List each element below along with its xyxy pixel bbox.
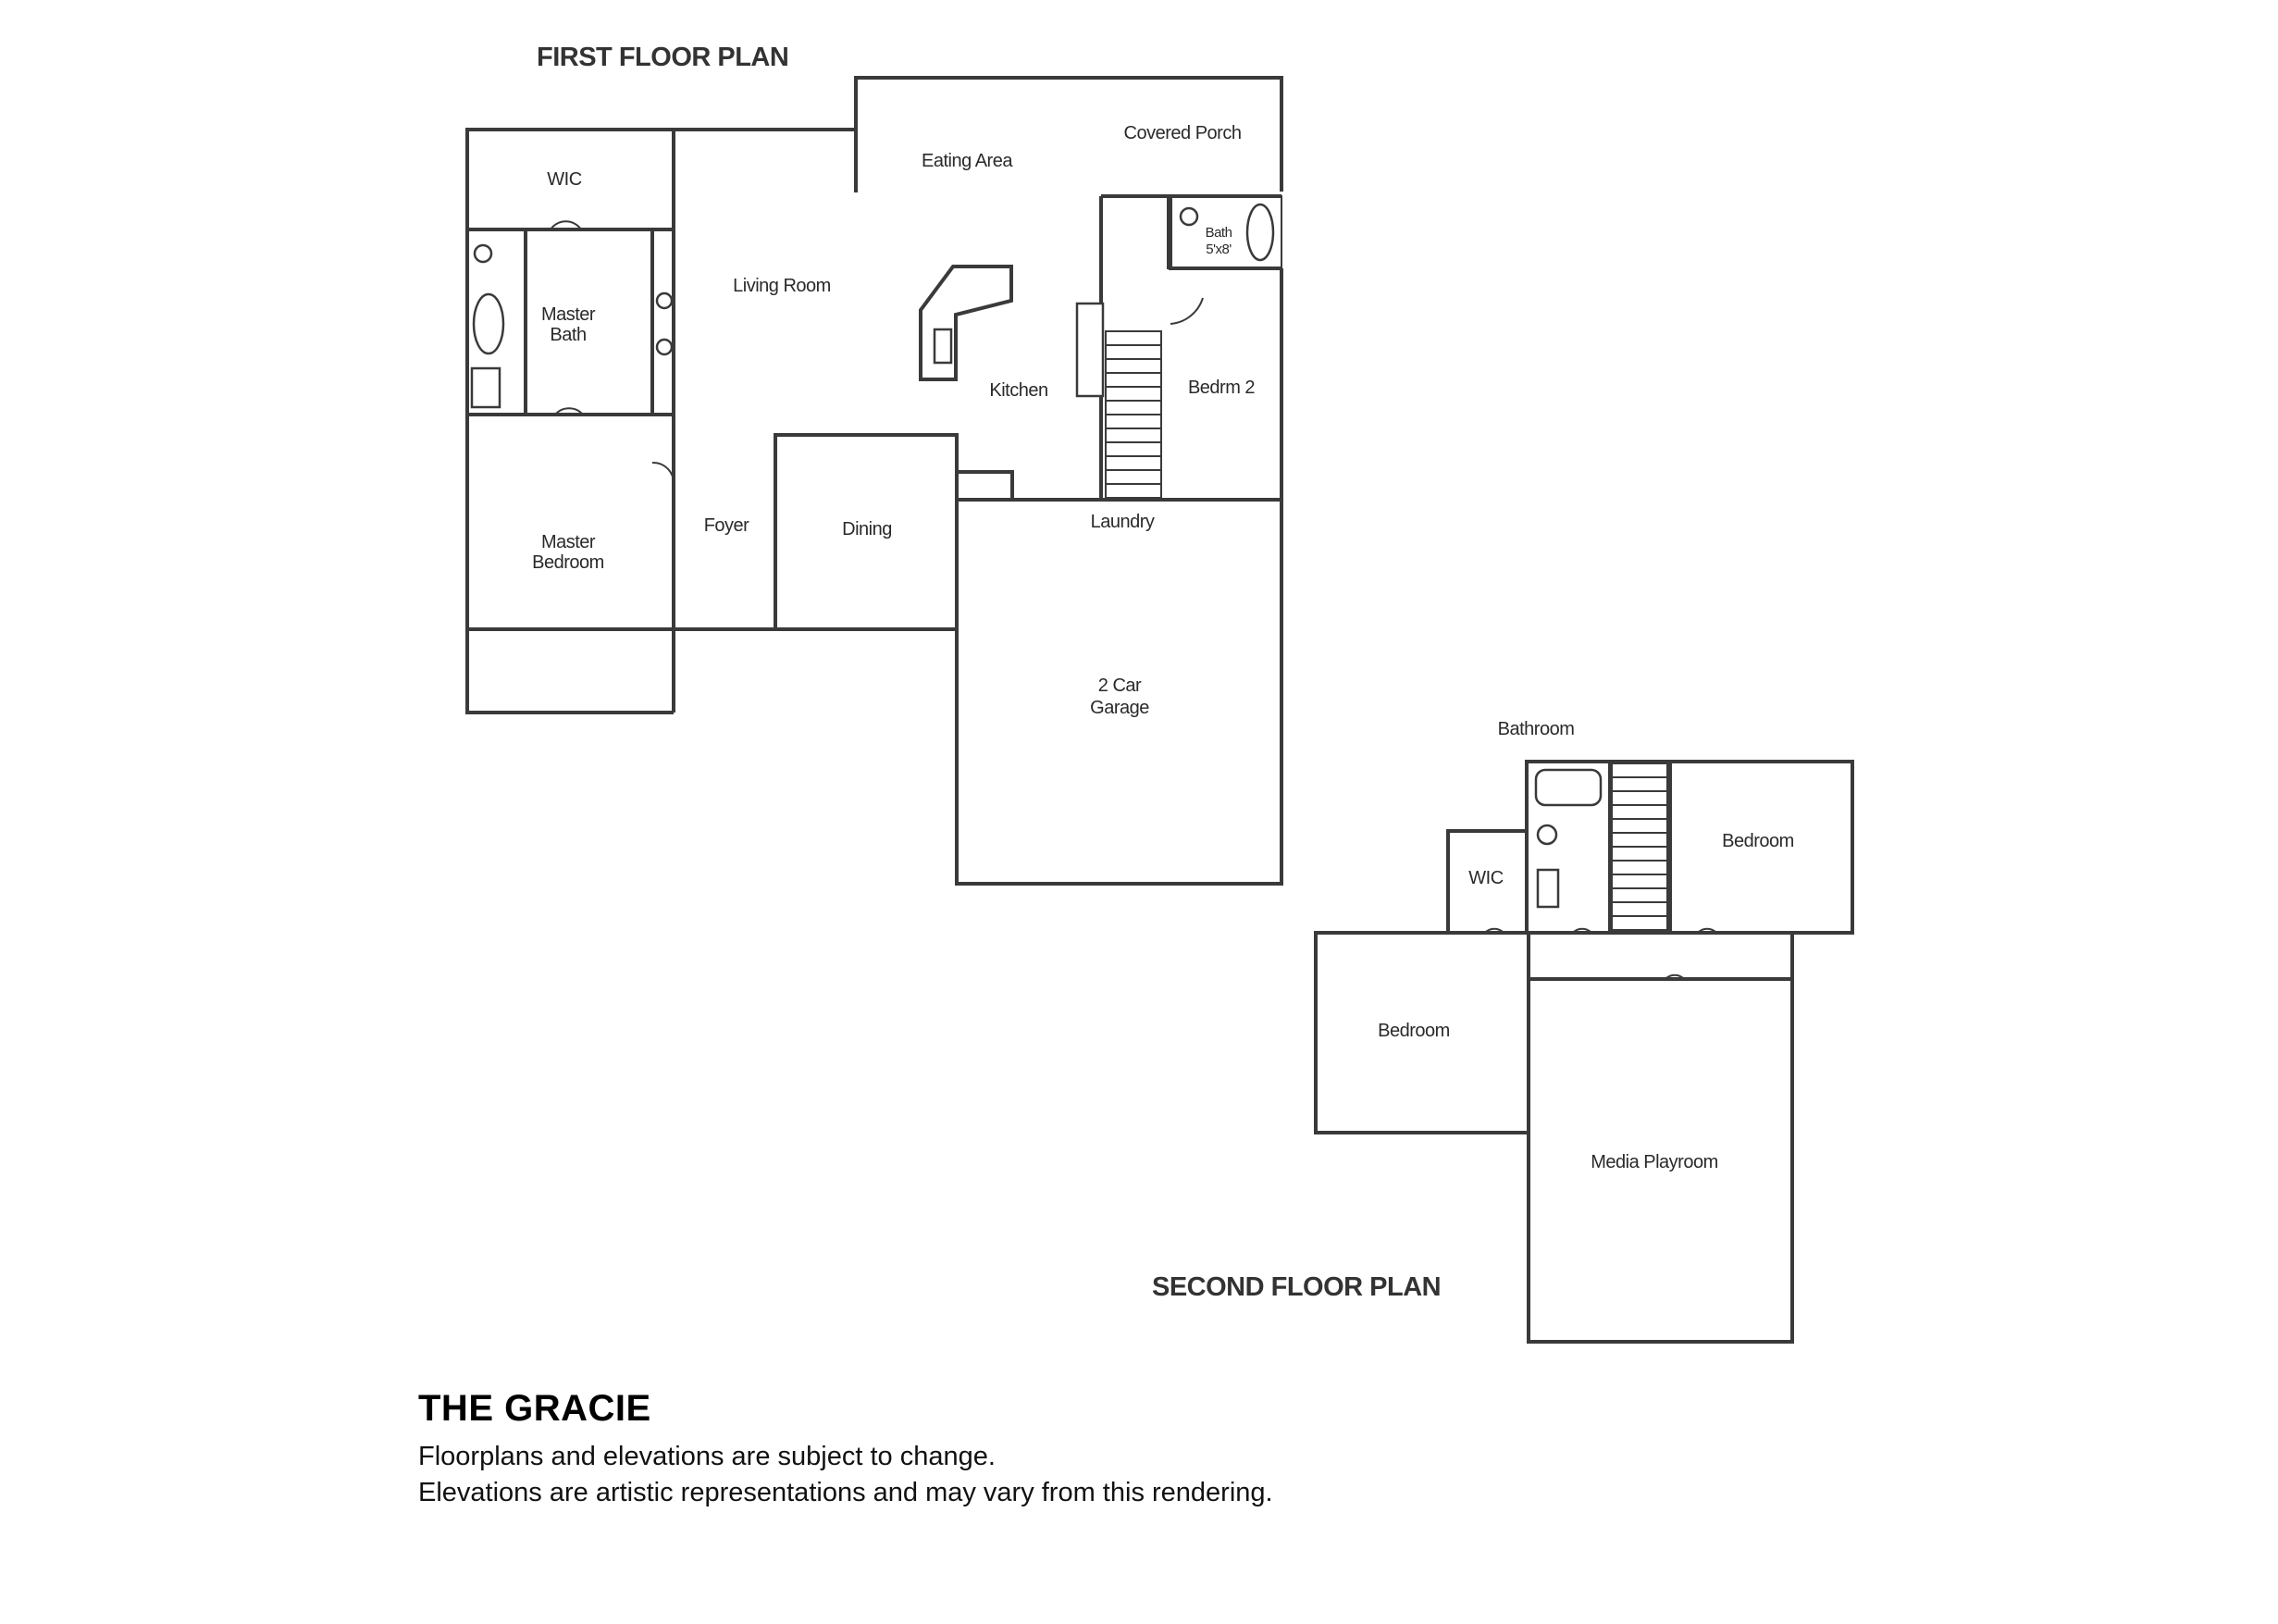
bathtub-icon bbox=[1534, 768, 1603, 807]
room-label-bedroom-right: Bedroom bbox=[1722, 831, 1794, 851]
room-label-garage-2: Garage bbox=[1090, 698, 1149, 718]
stairs-icon bbox=[1105, 330, 1162, 499]
bathtub-icon bbox=[472, 292, 505, 355]
room-label-dining: Dining bbox=[842, 519, 892, 539]
toilet-icon bbox=[1179, 206, 1199, 227]
door-swing bbox=[1170, 297, 1204, 325]
room-label-garage-1: 2 Car bbox=[1098, 676, 1142, 696]
kitchen-island bbox=[919, 265, 1013, 381]
room-label-master-bedroom-1: Master bbox=[541, 532, 596, 552]
range-icon bbox=[1075, 302, 1105, 398]
sink-icon bbox=[1536, 868, 1560, 909]
room-label-bath-1: Bath bbox=[1206, 225, 1232, 241]
bath-walls bbox=[1167, 195, 1282, 269]
stairs-icon bbox=[1611, 762, 1668, 931]
room-label-bathroom: Bathroom bbox=[1498, 719, 1575, 739]
room-label-master-bedroom-2: Bedroom bbox=[532, 552, 604, 573]
room-label-covered-porch: Covered Porch bbox=[1124, 123, 1242, 143]
bathtub-icon bbox=[1245, 203, 1275, 262]
room-label-laundry: Laundry bbox=[1091, 512, 1155, 532]
room-label-bath-2: 5'x8' bbox=[1206, 242, 1232, 257]
door-swing bbox=[1572, 927, 1592, 934]
wall-segment bbox=[674, 433, 959, 631]
second-floor-title: SECOND FLOOR PLAN bbox=[1152, 1272, 1441, 1302]
shower-icon bbox=[470, 366, 501, 409]
second-floor-plan bbox=[1314, 760, 1854, 1344]
room-label-wic: WIC bbox=[547, 169, 581, 190]
door-swing bbox=[651, 461, 675, 484]
room-label-bedroom-left: Bedroom bbox=[1378, 1021, 1450, 1041]
toilet-icon bbox=[473, 243, 493, 264]
room-label-master-bath-1: Master bbox=[541, 304, 596, 325]
door-swing bbox=[1697, 927, 1717, 934]
door-swing bbox=[550, 220, 582, 230]
disclaimer-line-2: Elevations are artistic representations … bbox=[418, 1478, 1273, 1507]
media-playroom-walls bbox=[1527, 933, 1794, 1344]
room-label-master-bath-2: Bath bbox=[550, 325, 586, 345]
room-label-foyer: Foyer bbox=[704, 515, 749, 536]
wall-segment bbox=[955, 470, 1014, 502]
room-label-bedroom-2: Bedrm 2 bbox=[1188, 378, 1255, 398]
room-label-living-room: Living Room bbox=[733, 276, 831, 296]
room-label-eating-area: Eating Area bbox=[922, 151, 1013, 171]
first-floor-plan bbox=[465, 76, 1283, 886]
door-swing bbox=[1484, 927, 1504, 934]
toilet-icon bbox=[1536, 824, 1558, 846]
first-floor-outer-wall bbox=[854, 76, 1283, 192]
door-swing bbox=[554, 407, 584, 415]
room-label-kitchen: Kitchen bbox=[989, 380, 1047, 401]
footer: THE GRACIE Floorplans and elevations are… bbox=[418, 1388, 1273, 1511]
disclaimer-line-1: Floorplans and elevations are subject to… bbox=[418, 1442, 996, 1471]
sink-icon bbox=[655, 291, 674, 310]
room-label-wic-upper: WIC bbox=[1468, 868, 1503, 888]
sink-icon bbox=[655, 338, 674, 356]
room-label-media-playroom: Media Playroom bbox=[1591, 1152, 1718, 1172]
wall-segment bbox=[465, 629, 674, 714]
first-floor-title: FIRST FLOOR PLAN bbox=[537, 43, 788, 72]
door-swing bbox=[1665, 973, 1685, 980]
sink-icon bbox=[933, 328, 953, 365]
plan-name: THE GRACIE bbox=[418, 1388, 651, 1429]
